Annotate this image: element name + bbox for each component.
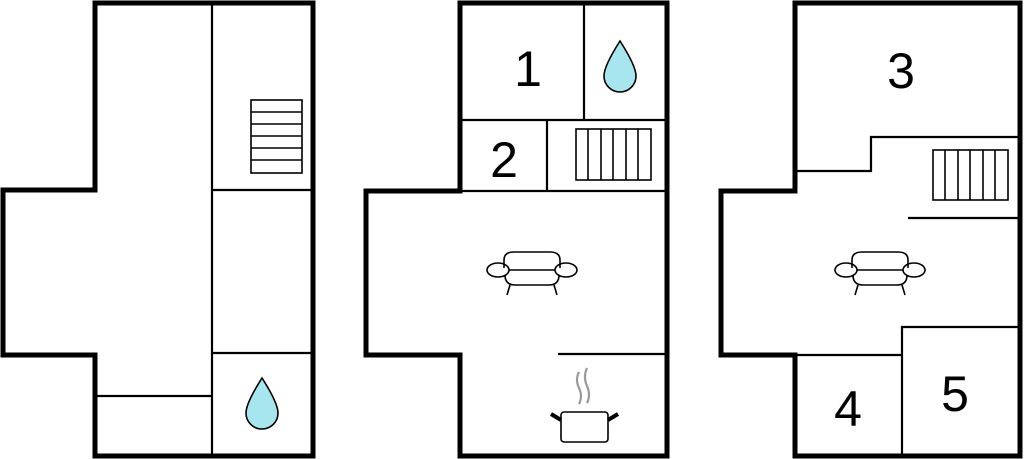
stairs-icon	[932, 149, 1009, 201]
sofa-icon	[834, 251, 926, 296]
outer-wall	[363, 0, 670, 459]
cooking-pot-icon	[549, 367, 620, 443]
outer-wall	[718, 0, 1023, 459]
plan-middle: 1 2	[363, 0, 670, 459]
plan-left	[0, 0, 316, 459]
interior-wall	[900, 325, 1020, 456]
water-drop-icon	[603, 40, 637, 93]
stairs-icon	[575, 128, 652, 181]
water-drop-icon	[245, 377, 279, 430]
room-label-3: 3	[887, 43, 915, 99]
room-label-5: 5	[941, 366, 969, 422]
interior-wall	[795, 135, 1020, 173]
plan-right: 3 4 5	[718, 0, 1023, 459]
room-label-2: 2	[490, 132, 518, 188]
room-label-1: 1	[514, 41, 542, 97]
sofa-icon	[486, 251, 578, 296]
room-label-4: 4	[834, 381, 862, 437]
outer-wall	[0, 0, 316, 459]
stairs-icon	[250, 99, 303, 174]
